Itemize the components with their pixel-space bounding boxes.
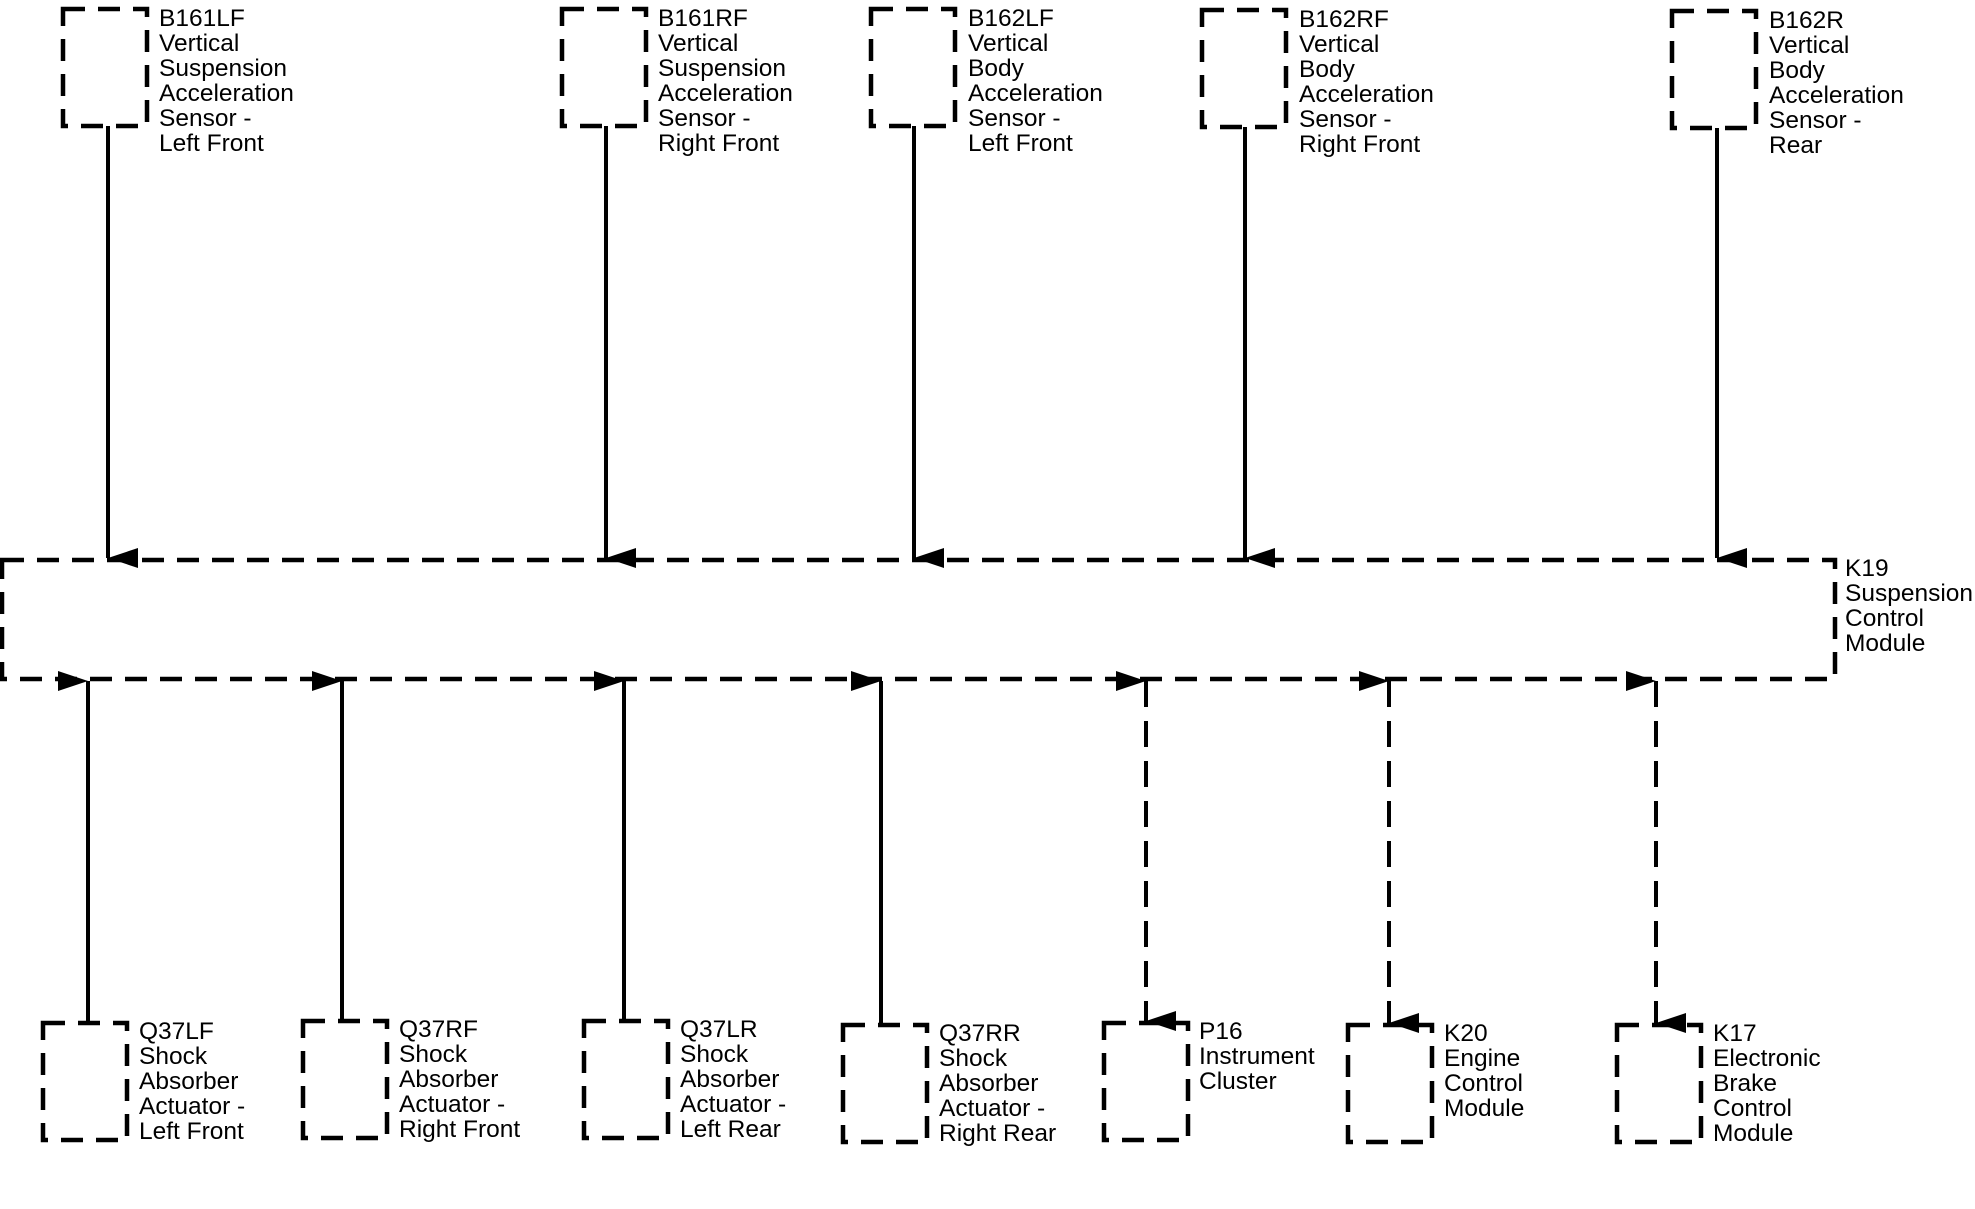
label-line: Acceleration bbox=[1299, 81, 1434, 108]
label-line: Absorber bbox=[139, 1068, 238, 1095]
label-line: Electronic bbox=[1713, 1045, 1821, 1072]
label-line: Q37LR bbox=[680, 1016, 758, 1043]
label-line: K19 bbox=[1845, 555, 1889, 582]
label-line: Instrument bbox=[1199, 1043, 1315, 1070]
label-line: Left Front bbox=[159, 130, 264, 157]
label-line: Control bbox=[1444, 1070, 1523, 1097]
label-line: Body bbox=[968, 55, 1025, 82]
label-line: Left Rear bbox=[680, 1116, 781, 1143]
label-line: Absorber bbox=[680, 1066, 779, 1093]
label-line: Absorber bbox=[399, 1066, 498, 1093]
component-box-q37rr bbox=[840, 1022, 930, 1145]
label-line: Acceleration bbox=[1769, 82, 1904, 109]
label-line: Left Front bbox=[968, 130, 1073, 157]
label-line: B162R bbox=[1769, 7, 1844, 34]
label-line: K17 bbox=[1713, 1020, 1757, 1047]
label-line: Vertical bbox=[159, 30, 239, 57]
label-line: Right Front bbox=[399, 1116, 520, 1143]
label-line: Cluster bbox=[1199, 1068, 1277, 1095]
label-line: Control bbox=[1713, 1095, 1792, 1122]
label-line: Sensor - bbox=[1299, 106, 1392, 133]
label-line: Right Rear bbox=[939, 1120, 1056, 1147]
label-line: Module bbox=[1713, 1120, 1793, 1147]
label-line: Rear bbox=[1769, 132, 1822, 159]
label-line: Vertical bbox=[968, 30, 1048, 57]
label-line: Suspension bbox=[1845, 580, 1973, 607]
sensor-box-b161lf bbox=[60, 6, 150, 129]
label-line: Suspension bbox=[658, 55, 786, 82]
label-line: Acceleration bbox=[968, 80, 1103, 107]
label-line: Sensor - bbox=[1769, 107, 1862, 134]
label-line: Sensor - bbox=[159, 105, 252, 132]
label-line: Shock bbox=[139, 1043, 208, 1070]
label-line: Module bbox=[1444, 1095, 1524, 1122]
label-line: Body bbox=[1769, 57, 1826, 84]
sensor-box-b161rf bbox=[559, 6, 649, 129]
label-line: B161LF bbox=[159, 5, 245, 32]
label-line: Actuator - bbox=[680, 1091, 786, 1118]
label-line: Actuator - bbox=[939, 1095, 1045, 1122]
label-line: Brake bbox=[1713, 1070, 1777, 1097]
label-line: Q37RF bbox=[399, 1016, 478, 1043]
label-line: B162LF bbox=[968, 5, 1054, 32]
sensor-box-b162r bbox=[1669, 8, 1759, 131]
label-line: Acceleration bbox=[658, 80, 793, 107]
label-line: Shock bbox=[399, 1041, 468, 1068]
label-line: Vertical bbox=[658, 30, 738, 57]
sensor-box-b162rf bbox=[1199, 7, 1289, 130]
component-box-q37rf bbox=[300, 1018, 390, 1141]
label-line: Actuator - bbox=[139, 1093, 245, 1120]
suspension-control-module-box bbox=[0, 557, 1838, 682]
label-line: Suspension bbox=[159, 55, 287, 82]
component-box-k17 bbox=[1614, 1022, 1704, 1145]
component-box-p16 bbox=[1101, 1020, 1191, 1143]
label-line: K20 bbox=[1444, 1020, 1488, 1047]
component-box-q37lr bbox=[581, 1018, 671, 1141]
label-line: Sensor - bbox=[658, 105, 751, 132]
label-line: Left Front bbox=[139, 1118, 244, 1145]
label-line: P16 bbox=[1199, 1018, 1243, 1045]
label-line: Shock bbox=[939, 1045, 1008, 1072]
component-box-k20 bbox=[1345, 1022, 1435, 1145]
label-line: Vertical bbox=[1299, 31, 1379, 58]
label-line: Control bbox=[1845, 605, 1924, 632]
label-line: Body bbox=[1299, 56, 1356, 83]
sensor-box-b162lf bbox=[868, 6, 958, 129]
label-line: Q37LF bbox=[139, 1018, 214, 1045]
label-line: Acceleration bbox=[159, 80, 294, 107]
label-line: Engine bbox=[1444, 1045, 1520, 1072]
label-line: B162RF bbox=[1299, 6, 1389, 33]
label-line: Module bbox=[1845, 630, 1925, 657]
label-line: Shock bbox=[680, 1041, 749, 1068]
label-line: Right Front bbox=[1299, 131, 1420, 158]
label-line: Right Front bbox=[658, 130, 779, 157]
label-line: Actuator - bbox=[399, 1091, 505, 1118]
label-line: Q37RR bbox=[939, 1020, 1021, 1047]
label-line: B161RF bbox=[658, 5, 748, 32]
label-line: Absorber bbox=[939, 1070, 1038, 1097]
label-line: Vertical bbox=[1769, 32, 1849, 59]
label-line: Sensor - bbox=[968, 105, 1061, 132]
component-box-q37lf bbox=[40, 1020, 130, 1143]
